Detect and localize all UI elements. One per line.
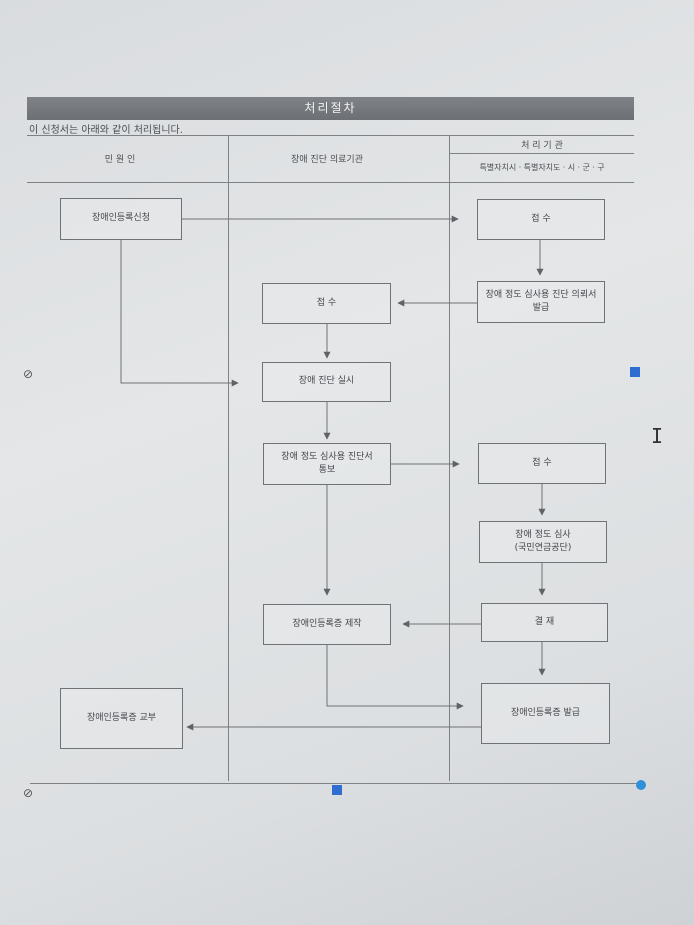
arrow-card-make-to-issue	[326, 645, 464, 710]
step-approve: 결 재	[481, 603, 608, 642]
text-cursor-icon: I	[651, 424, 664, 448]
column-header-applicant: 민 원 인	[104, 155, 136, 165]
column-divider-2	[449, 136, 450, 781]
arrow-apply-to-diagnosis	[120, 240, 239, 387]
step-review: 장애 정도 심사 (국민연금공단)	[479, 521, 607, 563]
step-clinic-receive: 접 수	[262, 283, 391, 324]
step-agency-receive-1: 접 수	[477, 199, 605, 240]
no-entry-icon-bottom[interactable]: ⊘	[23, 786, 34, 800]
intro-text: 이 신청서는 아래와 같이 처리됩니다.	[29, 125, 183, 136]
page-title: 처리절차	[27, 97, 634, 120]
step-issue-request: 장애 정도 심사용 진단 의뢰서 발급	[477, 281, 605, 323]
resize-handle-bottom[interactable]	[332, 785, 342, 795]
header-top-line	[27, 135, 634, 136]
column-header-clinic: 장애 진단 의료기관	[291, 155, 363, 165]
no-entry-icon[interactable]: ⊘	[23, 367, 34, 381]
step-diagnosis: 장애 진단 실시	[262, 362, 391, 402]
step-card-make: 장애인등록증 제작	[263, 604, 391, 645]
step-apply: 장애인등록신청	[60, 198, 182, 240]
column-header-agency-sub: 특별자치시ㆍ특별자치도ㆍ시ㆍ군ㆍ구	[479, 163, 605, 172]
step-card-issue: 장애인등록증 발급	[481, 683, 610, 744]
header-bottom-line	[27, 182, 634, 183]
step-notify: 장애 정도 심사용 진단서 통보	[263, 443, 391, 485]
resize-handle-corner[interactable]	[636, 780, 646, 790]
column-header-agency: 처 리 기 관	[521, 141, 563, 151]
table-bottom-line	[30, 783, 640, 784]
step-agency-receive-2: 접 수	[478, 443, 606, 484]
agency-sub-line	[450, 153, 634, 154]
resize-handle-right[interactable]	[630, 367, 640, 377]
column-divider-1	[228, 136, 229, 781]
step-card-deliver: 장애인등록증 교부	[60, 688, 183, 749]
